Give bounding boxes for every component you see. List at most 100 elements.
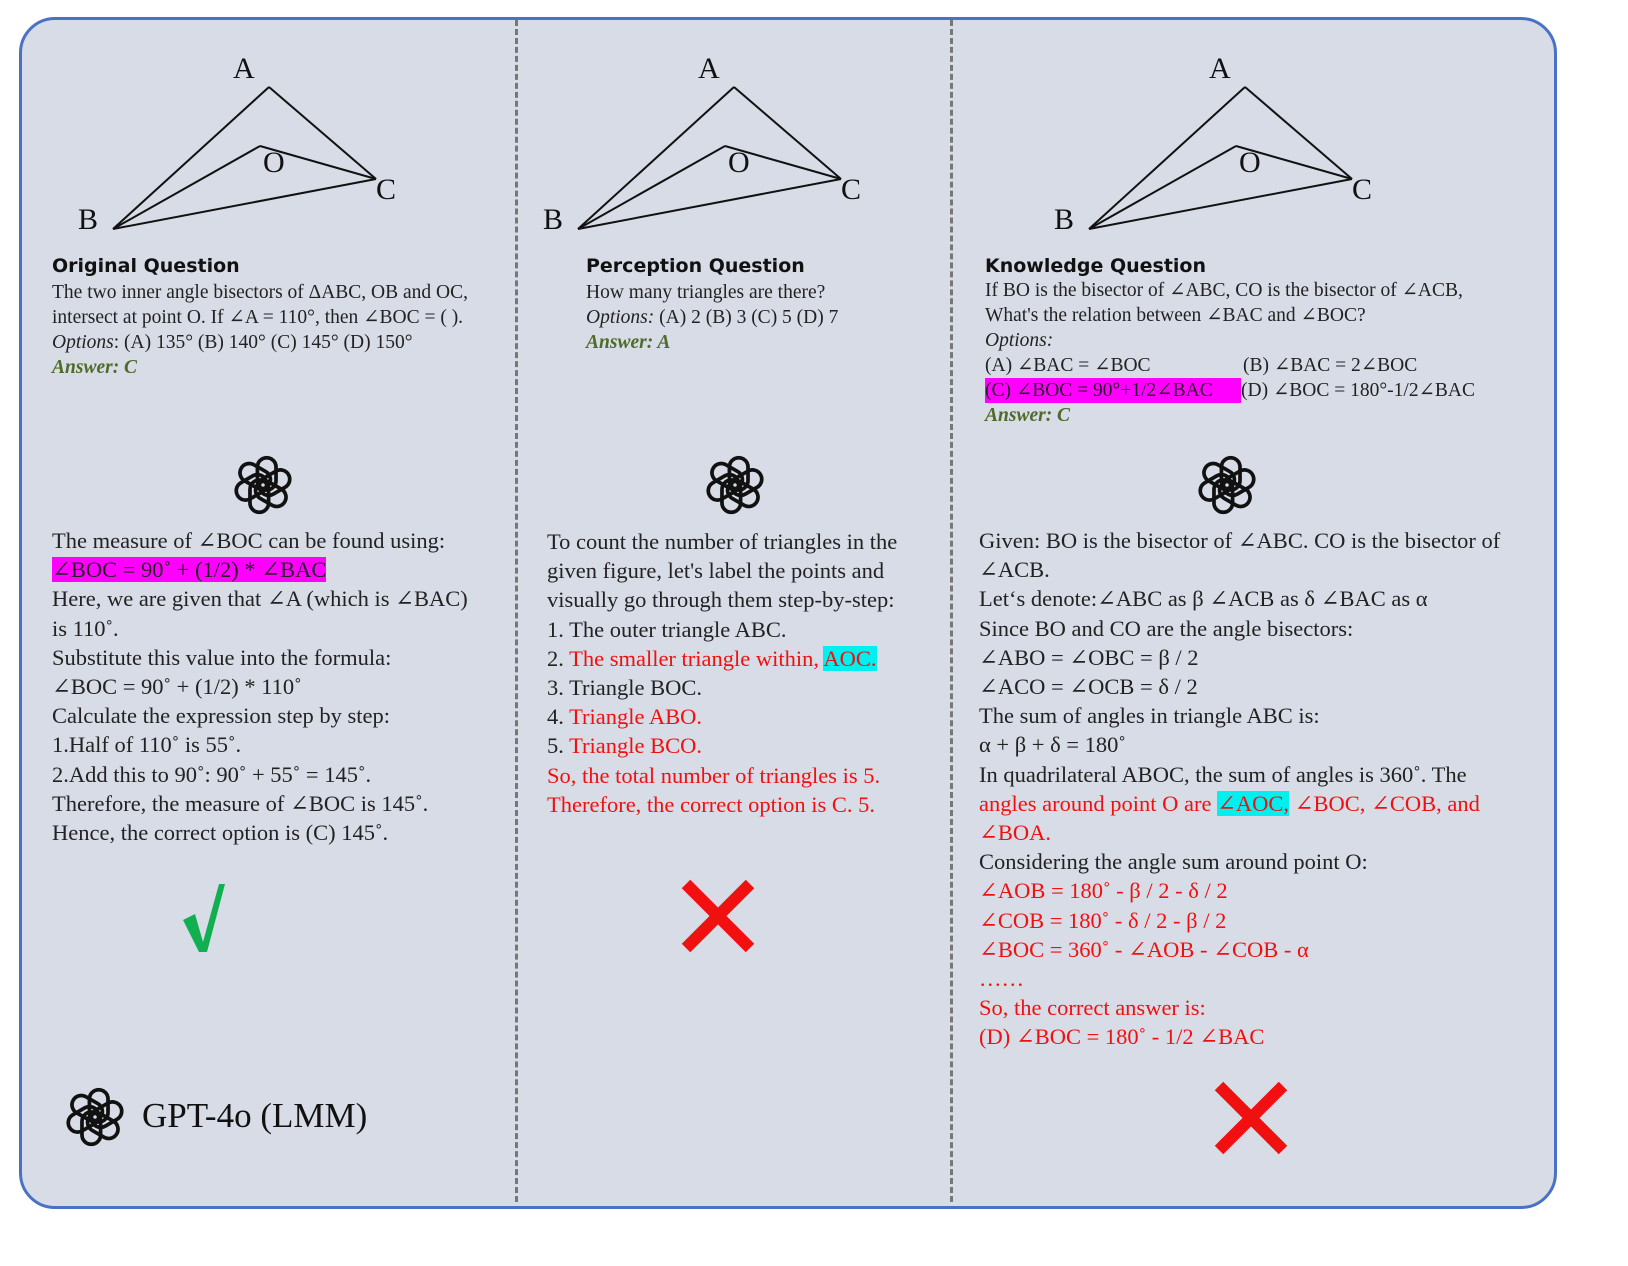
response-line: given figure, let's label the points and — [547, 558, 884, 584]
text-segment: Since BO and CO are the angle bisectors: — [979, 615, 1354, 641]
question-line: Answer: C — [985, 403, 1070, 428]
column-divider — [950, 20, 953, 1202]
point-label-b: B — [543, 203, 564, 236]
response-line: Hence, the correct option is (C) 145˚. — [52, 820, 388, 846]
response-line: ∠AOB = 180˚ - β / 2 - δ / 2 — [979, 878, 1228, 904]
text-segment: Triangle BCO. — [569, 733, 703, 759]
text-segment: 1. The outer triangle ABC. — [547, 616, 787, 642]
question-line: If BO is the bisector of ∠ABC, CO is the… — [985, 278, 1463, 303]
response-line: Therefore, the measure of ∠BOC is 145˚. — [52, 791, 428, 817]
text-segment: (D) ∠BOC = 180°-1/2∠BAC — [1241, 380, 1476, 401]
text-segment: : (A) 135° (B) 140° (C) 145° (D) 150° — [113, 332, 413, 353]
text-segment: The smaller triangle within, — [569, 645, 824, 671]
response-line: 1. The outer triangle ABC. — [547, 617, 787, 643]
text-segment: 4. — [547, 704, 570, 730]
highlighted-text: ∠AOC, — [1217, 790, 1290, 816]
triangle-figure — [1088, 86, 1353, 230]
response-line: angles around point O are ∠AOC, ∠BOC, ∠C… — [979, 790, 1480, 817]
response-line: 1.Half of 110˚ is 55˚. — [52, 732, 241, 758]
model-label: GPT-4o (LMM) — [142, 1096, 368, 1135]
cross-mark-icon — [1214, 1081, 1288, 1155]
response-line: Considering the angle sum around point O… — [979, 849, 1368, 875]
text-segment: intersect at point O. If ∠A = 110°, then… — [52, 307, 464, 328]
text-segment: ∠ACB. — [979, 557, 1050, 583]
response-line: ∠BOC = 90˚ + (1/2) * 110˚ — [52, 674, 302, 700]
response-line: ∠BOA. — [979, 820, 1051, 846]
openai-logo-icon — [706, 455, 764, 515]
response-line: So, the correct answer is: — [979, 995, 1206, 1021]
response-line: So, the total number of triangles is 5. — [547, 763, 880, 789]
text-segment: …… — [979, 966, 1024, 991]
text-segment: Given: BO is the bisector of ∠ABC. CO is… — [979, 528, 1501, 553]
text-segment: Options — [52, 332, 114, 353]
text-segment: (A) 2 (B) 3 (C) 5 (D) 7 — [654, 307, 839, 328]
text-segment: visually go through them step-by-step: — [547, 587, 895, 613]
text-segment: Let‘s denote:∠ABC as β ∠ACB as δ ∠BAC as… — [979, 586, 1428, 612]
response-line: The measure of ∠BOC can be found using: — [52, 528, 445, 554]
question-line: intersect at point O. If ∠A = 110°, then… — [52, 305, 463, 330]
text-segment: The two inner angle bisectors of ΔABC, O… — [52, 282, 469, 303]
text-segment: 3. Triangle BOC. — [547, 675, 703, 700]
check-mark-icon — [183, 884, 225, 952]
triangle-edge — [112, 145, 261, 230]
response-line: The sum of angles in triangle ABC is: — [979, 703, 1320, 729]
text-segment: ∠BOA. — [979, 820, 1051, 845]
response-line: Therefore, the correct option is C. 5. — [547, 792, 875, 818]
text-segment: So, the total number of triangles is 5. — [547, 762, 881, 788]
answer-label: Answer: A — [586, 332, 671, 353]
triangle-edge — [733, 86, 842, 180]
question-line: Answer: C — [52, 355, 137, 380]
triangle-edge — [1088, 86, 1246, 230]
openai-logo-icon — [1198, 455, 1256, 515]
question-line: (C) ∠BOC = 90°+1/2∠BAC(D) ∠BOC = 180°-1/… — [985, 378, 1475, 403]
text-segment: ∠BOC = 360˚ - ∠AOB - ∠COB - α — [979, 936, 1309, 962]
response-line: ∠ABO = ∠OBC = β / 2 — [979, 645, 1199, 671]
response-line: 2. The smaller triangle within, AOC. — [547, 645, 877, 672]
triangle-edge — [577, 178, 842, 230]
text-segment: 2. — [547, 645, 570, 671]
text-segment: The measure of ∠BOC can be found using: — [52, 528, 446, 553]
response-line: α + β + δ = 180˚ — [979, 732, 1126, 758]
point-label-a: A — [233, 52, 255, 85]
text-segment: (D) ∠BOC = 180˚ - 1/2 ∠BAC — [979, 1024, 1265, 1050]
response-line: 2.Add this to 90˚: 90˚ + 55˚ = 145˚. — [52, 762, 371, 788]
triangle-edge — [1088, 145, 1237, 230]
response-line: 4. Triangle ABO. — [547, 704, 702, 730]
triangle-edge — [1244, 86, 1353, 180]
response-line: Substitute this value into the formula: — [52, 645, 391, 671]
text-segment: Considering the angle sum around point O… — [979, 849, 1368, 875]
triangle-edge — [577, 86, 735, 230]
point-label-a: A — [1209, 52, 1231, 85]
triangle-edge — [1235, 145, 1353, 180]
question-line: Options: — [985, 328, 1053, 353]
response-line: ∠ACO = ∠OCB = δ / 2 — [979, 674, 1198, 700]
point-label-c: C — [1352, 173, 1373, 206]
triangle-edge — [1088, 178, 1353, 230]
text-segment: ∠AOB = 180˚ - β / 2 - δ / 2 — [979, 878, 1228, 904]
question-line: Options: (A) 135° (B) 140° (C) 145° (D) … — [52, 330, 413, 355]
text-segment: Substitute this value into the formula: — [52, 644, 392, 670]
question-line: What's the relation between ∠BAC and ∠BO… — [985, 303, 1366, 328]
column-divider — [515, 20, 518, 1202]
text-segment: angles around point O are — [979, 790, 1218, 816]
question-title: Knowledge Question — [985, 255, 1207, 277]
response-line: 3. Triangle BOC. — [547, 675, 702, 701]
point-label-b: B — [78, 203, 99, 236]
openai-logo-icon — [234, 455, 292, 515]
highlighted-text: AOC. — [823, 645, 877, 671]
response-line: ∠BOC = 90˚ + (1/2) * ∠BAC — [52, 557, 327, 583]
triangle-edge — [112, 178, 377, 230]
point-label-o: O — [1239, 146, 1261, 179]
response-line: …… — [979, 966, 1024, 992]
point-label-c: C — [376, 173, 397, 206]
question-line: The two inner angle bisectors of ΔABC, O… — [52, 280, 468, 305]
text-segment: If BO is the bisector of ∠ABC, CO is the… — [985, 280, 1463, 301]
triangle-edge — [724, 145, 842, 180]
point-label-o: O — [263, 146, 285, 179]
text-segment: How many triangles are there? — [586, 282, 826, 303]
response-line: ∠ACB. — [979, 557, 1050, 583]
text-segment: Hence, the correct option is (C) 145˚. — [52, 820, 389, 845]
answer-label: Answer: C — [52, 357, 138, 378]
question-title: Perception Question — [586, 255, 805, 277]
text-segment: Here, we are given that ∠A (which is ∠BA… — [52, 586, 468, 612]
